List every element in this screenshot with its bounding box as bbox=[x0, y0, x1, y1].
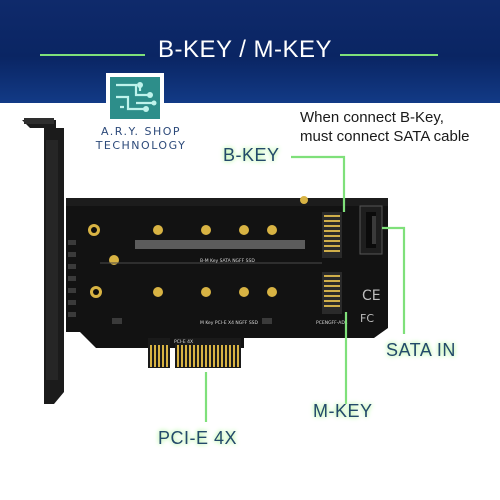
sata-note-line1: When connect B-Key, bbox=[300, 109, 444, 126]
title-banner: B-KEY / M-KEY bbox=[0, 0, 500, 103]
m-key-label: M-KEY bbox=[313, 401, 373, 421]
pcie-edge-connector bbox=[148, 338, 241, 368]
sata-note-line2: must connect SATA cable bbox=[300, 128, 470, 145]
banner-line-right bbox=[340, 54, 438, 56]
lower-slot-silkscreen: M Key PCI-E X4 NGFF SSD bbox=[200, 320, 259, 326]
b-key-label: B-KEY bbox=[223, 145, 280, 165]
m2-socket-upper bbox=[322, 212, 342, 258]
sata-in-label: SATA IN bbox=[386, 340, 456, 360]
upper-slot-silkscreen: B-M Key SATA NGFF SSD bbox=[200, 258, 255, 264]
pcie-label: PCI-E 4X bbox=[158, 428, 238, 448]
sata-note: When connect B-Key, must connect SATA ca… bbox=[300, 108, 500, 146]
blurred-marking bbox=[135, 240, 305, 249]
pcie-silkscreen: PCI-E 4X bbox=[174, 339, 193, 345]
callout-lines bbox=[204, 155, 406, 422]
fc-mark: FC bbox=[360, 312, 374, 325]
model-silkscreen: PCENGFF-ADL bbox=[316, 320, 348, 326]
m2-socket-lower bbox=[322, 272, 342, 314]
mounting-holes bbox=[88, 196, 308, 298]
ce-mark: CE bbox=[362, 288, 381, 304]
banner-title: B-KEY / M-KEY bbox=[157, 36, 333, 63]
logo-line2: TECHNOLOGY bbox=[95, 139, 187, 152]
smd-components bbox=[68, 240, 272, 324]
logo-line1: A.R.Y. SHOP bbox=[100, 125, 182, 138]
banner-line-left bbox=[40, 54, 145, 56]
circuit-logo-icon bbox=[106, 73, 164, 123]
mounting-bracket bbox=[22, 118, 64, 404]
logo-text: A.R.Y. SHOP TECHNOLOGY bbox=[86, 125, 196, 153]
sata-connector bbox=[359, 205, 383, 255]
